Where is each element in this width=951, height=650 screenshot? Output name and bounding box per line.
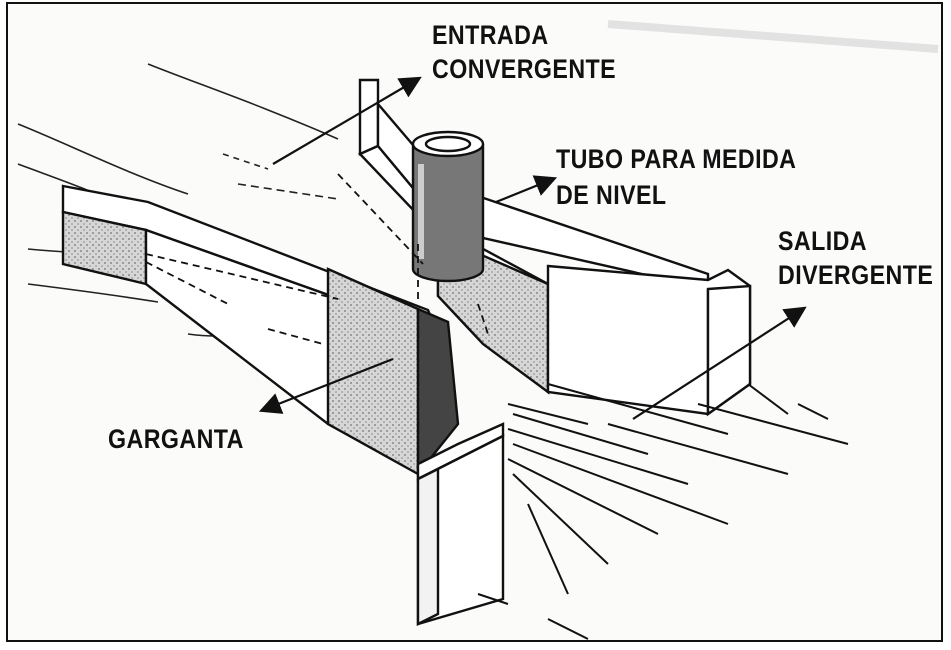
level-tube [411, 130, 485, 283]
front-wall [416, 422, 505, 626]
diagram-frame: ENTRADA CONVERGENTE TUBO PARA MEDIDA DE … [6, 2, 943, 642]
arrow-entrada [272, 76, 422, 165]
terrain-strokes [17, 20, 939, 337]
arrow-tubo [495, 175, 558, 204]
label-tubo-line1: TUBO PARA MEDIDA [556, 144, 797, 174]
hidden-lines [145, 173, 489, 345]
label-garganta: GARGANTA [108, 424, 244, 454]
outflow-strokes [477, 383, 849, 640]
left-inlet-wall [61, 184, 460, 478]
label-salida-line1: SALIDA [778, 226, 868, 256]
label-salida-line2: DIVERGENTE [778, 260, 934, 290]
parshall-flume-illustration [17, 20, 939, 640]
arrow-salida [632, 306, 807, 420]
arrow-garganta [258, 357, 394, 414]
label-entrada-line1: ENTRADA [432, 20, 549, 50]
label-entrada-line2: CONVERGENTE [432, 54, 617, 84]
leader-arrows [258, 76, 807, 420]
label-tubo-line2: DE NIVEL [556, 180, 667, 210]
